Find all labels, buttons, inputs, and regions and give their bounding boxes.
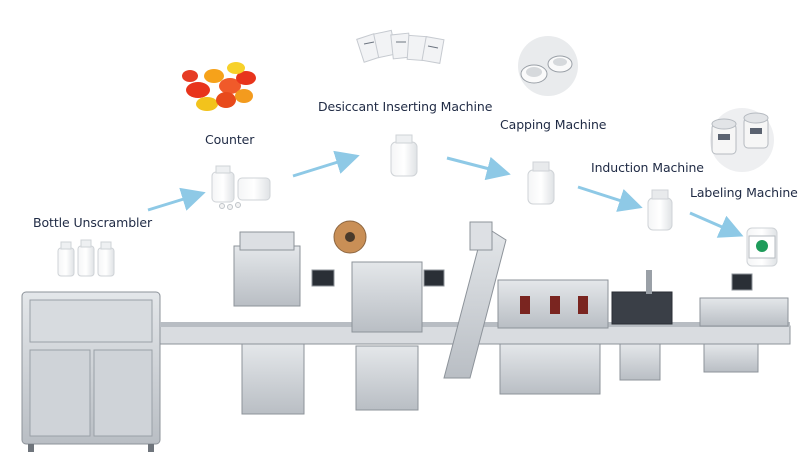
stage-label-desiccant-inserting-machine: Desiccant Inserting Machine — [318, 99, 493, 114]
stage-label-labeling-machine: Labeling Machine — [690, 185, 798, 200]
arrow-unscrambler-to-counter — [147, 187, 206, 212]
arrow-capping-to-induction — [577, 185, 643, 212]
desiccant-packets-icon — [356, 29, 445, 64]
arrow-counter-to-desiccant — [292, 150, 360, 178]
white-bottles-icon — [57, 239, 115, 277]
bottle-caps-icon — [518, 36, 578, 96]
stage-label-counter: Counter — [205, 132, 255, 147]
flow-arrows — [147, 150, 744, 238]
stage-label-induction-machine: Induction Machine — [591, 160, 704, 175]
label-rolls-icon — [710, 108, 774, 172]
stage-label-capping-machine: Capping Machine — [500, 117, 607, 132]
gummy-candies-icon — [182, 62, 256, 111]
white-bottle-icon — [390, 134, 418, 177]
pill-bottle-icon — [211, 165, 271, 210]
capped-bottle-icon — [527, 161, 555, 205]
production-line-machines — [21, 220, 791, 452]
arrow-induction-to-labeling — [689, 211, 744, 238]
arrow-desiccant-to-capping — [446, 156, 511, 181]
labeled-bottle-icon — [746, 227, 778, 267]
stage-label-bottle-unscrambler: Bottle Unscrambler — [33, 215, 153, 230]
sealed-bottle-icon — [647, 189, 673, 231]
